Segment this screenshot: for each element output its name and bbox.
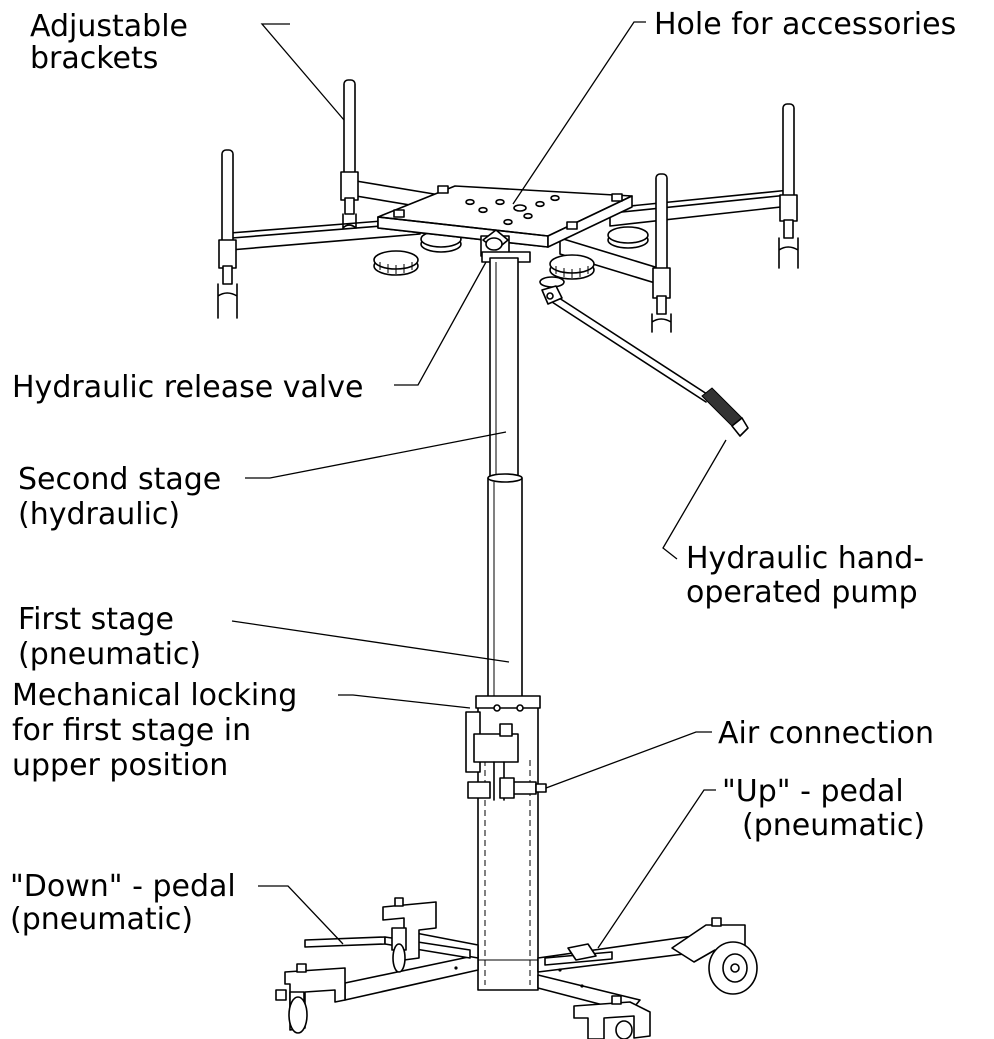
label-hole-for-accessories: Hole for accessories — [654, 7, 956, 42]
label-down-pedal: "Down" - pedal (pneumatic) — [10, 869, 245, 937]
pump-handle — [541, 285, 749, 437]
label-air-connection: Air connection — [718, 716, 934, 751]
pump-grip — [701, 387, 749, 437]
label-second-stage: Second stage (hydraulic) — [18, 462, 231, 532]
first-stage-tube — [487, 473, 523, 701]
label-adjustable-brackets: Adjustable brackets — [30, 9, 198, 76]
locking-mechanism — [465, 711, 519, 801]
transmission-jack-drawing — [217, 79, 799, 1039]
second-stage-tube — [489, 257, 519, 479]
release-valve — [480, 229, 531, 263]
accessory-holes — [465, 194, 560, 226]
caster-back-left — [382, 897, 437, 973]
label-first-stage: First stage (pneumatic) — [18, 602, 201, 672]
plate-bolts — [393, 185, 623, 230]
bracket-post-left — [217, 149, 238, 319]
caster-left — [275, 963, 346, 1034]
label-hydraulic-release-valve: Hydraulic release valve — [12, 370, 363, 405]
bracket-post-right — [651, 173, 672, 333]
leader-lines — [231, 21, 727, 949]
label-mechanical-locking: Mechanical locking for first stage in up… — [12, 678, 307, 783]
bracket-post-back-right — [778, 103, 799, 269]
leg-bolts — [454, 966, 584, 988]
caster-right — [671, 917, 758, 995]
top-plate — [377, 185, 633, 248]
bracket-post-back-left — [340, 79, 359, 229]
up-pedal — [544, 943, 613, 966]
label-up-pedal: "Up" - pedal (pneumatic) — [722, 774, 925, 843]
caster-front — [573, 995, 651, 1039]
label-hydraulic-pump: Hydraulic hand- operated pump — [686, 541, 934, 610]
air-fitting — [499, 777, 547, 799]
